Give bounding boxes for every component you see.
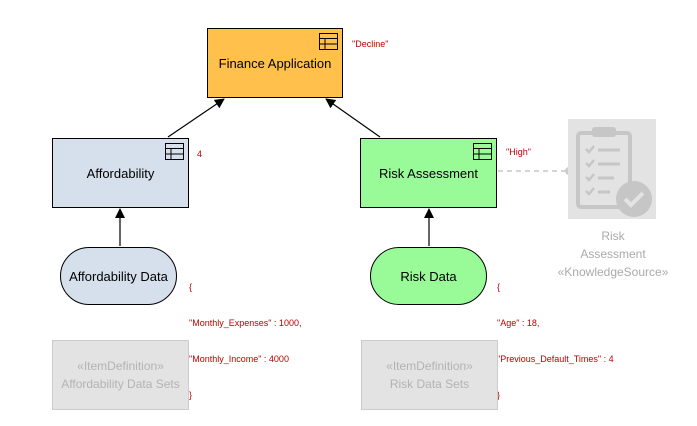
decision-affordability[interactable]: Affordability bbox=[52, 138, 189, 208]
knowledge-source-stereotype: «KnowledgeSource» bbox=[557, 265, 669, 279]
knowledge-source-name-line1: Risk bbox=[601, 229, 625, 243]
decision-risk-value: "High" bbox=[506, 147, 531, 157]
item-definition-stereotype: «ItemDefinition» bbox=[77, 359, 164, 373]
decision-label: Risk Assessment bbox=[379, 165, 478, 181]
value-line: } bbox=[497, 390, 501, 400]
input-label: Risk Data bbox=[400, 268, 457, 284]
value-line: "Previous_Default_Times" : 4 bbox=[497, 354, 614, 364]
input-affordability-data-value: { "Monthly_Expenses" : 1000, "Monthly_In… bbox=[189, 257, 301, 413]
item-definition-risk[interactable]: «ItemDefinition» Risk Data Sets bbox=[361, 340, 498, 410]
item-definition-affordability[interactable]: «ItemDefinition» Affordability Data Sets bbox=[52, 340, 189, 410]
input-risk-data-value: { "Age" : 18, "Previous_Default_Times" :… bbox=[497, 257, 614, 413]
item-definition-stereotype: «ItemDefinition» bbox=[386, 359, 473, 373]
decision-finance-value: "Decline" bbox=[352, 39, 389, 49]
knowledge-source-risk-assessment[interactable] bbox=[568, 119, 656, 219]
value-line: "Monthly_Expenses" : 1000, bbox=[189, 318, 302, 328]
value-line: "Monthly_Income" : 4000 bbox=[189, 354, 289, 364]
knowledge-source-label: Risk Assessment «KnowledgeSource» bbox=[557, 227, 669, 281]
input-label: Affordability Data bbox=[69, 268, 168, 284]
value-line: { bbox=[497, 282, 501, 292]
decision-finance-application[interactable]: Finance Application bbox=[207, 28, 343, 98]
item-definition-name: Risk Data Sets bbox=[389, 377, 470, 391]
decision-risk-assessment[interactable]: Risk Assessment bbox=[360, 138, 497, 208]
checklist-clipboard-icon bbox=[576, 127, 652, 217]
decision-table-icon bbox=[165, 143, 184, 160]
decision-label: Affordability bbox=[86, 165, 155, 181]
value-line: { bbox=[189, 282, 193, 292]
knowledge-source-name-line2: Assessment bbox=[580, 247, 646, 261]
decision-table-icon bbox=[473, 143, 492, 160]
connector-affordability-to-finance bbox=[167, 98, 225, 138]
connector-risk-to-finance bbox=[325, 98, 381, 138]
decision-table-icon bbox=[319, 33, 338, 50]
input-affordability-data[interactable]: Affordability Data bbox=[60, 247, 177, 305]
value-line: } bbox=[189, 390, 193, 400]
item-definition-name: Affordability Data Sets bbox=[61, 377, 180, 391]
value-line: "Age" : 18, bbox=[497, 318, 540, 328]
decision-label: Finance Application bbox=[218, 55, 332, 71]
decision-affordability-value: 4 bbox=[197, 149, 203, 159]
input-risk-data[interactable]: Risk Data bbox=[370, 247, 487, 305]
